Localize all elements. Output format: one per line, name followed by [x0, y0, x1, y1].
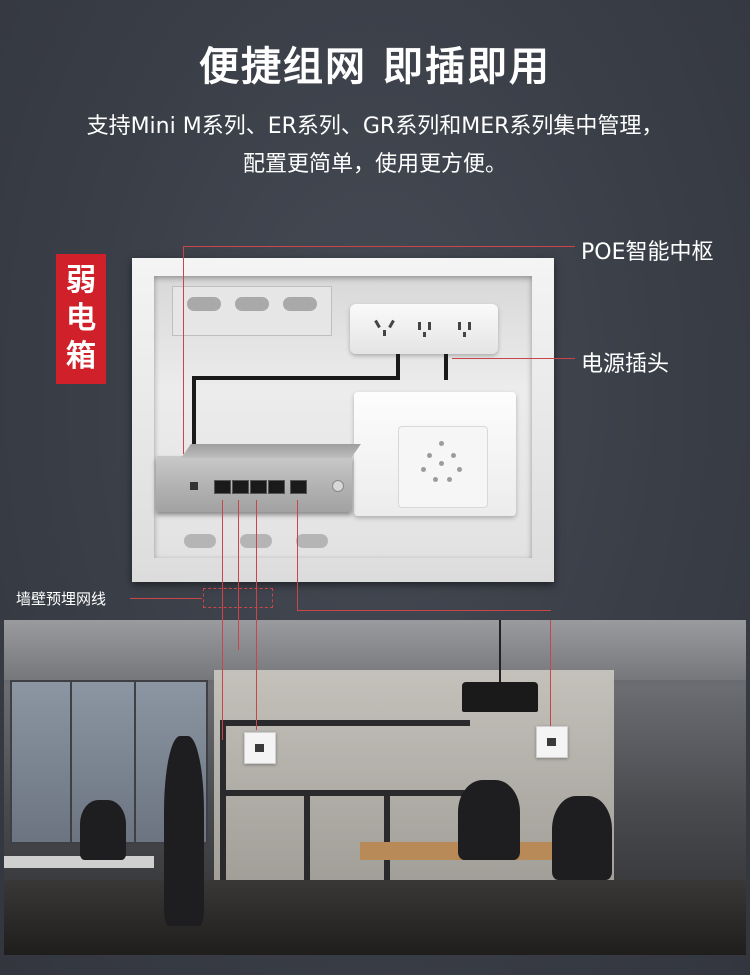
subtitle-line-1: 支持Mini M系列、ER系列、GR系列和MER系列集中管理，: [86, 114, 664, 139]
weak-current-cabinet: [132, 258, 554, 582]
subtitle-line-2: 配置更简单，使用更方便。: [242, 152, 507, 177]
cabinet-interior: [154, 276, 532, 558]
wall-network-plate-2: [536, 726, 568, 758]
poe-switch: [156, 444, 361, 512]
router-unit: [354, 392, 516, 516]
tag-char-3: 箱: [66, 339, 96, 374]
page-title: 便捷组网 即插即用: [199, 44, 551, 90]
tag-char-1: 弱: [66, 263, 96, 298]
router-vent-panel: [398, 426, 488, 508]
tag-char-2: 电: [66, 301, 96, 336]
callout-poe-hub: POE智能中枢: [581, 240, 714, 265]
callout-power-plug: 电源插头: [581, 352, 670, 377]
bottom-bracket: [174, 530, 344, 554]
power-strip: [350, 304, 498, 354]
callout-wall-wiring: 墙壁预埋网线: [16, 590, 107, 608]
weak-current-box-tag: 弱 电 箱: [56, 254, 106, 384]
office-scene-photo: [4, 620, 746, 955]
mounting-bracket: [172, 286, 332, 336]
wall-network-plate-1: [244, 732, 276, 764]
pendant-lamp: [462, 682, 538, 712]
